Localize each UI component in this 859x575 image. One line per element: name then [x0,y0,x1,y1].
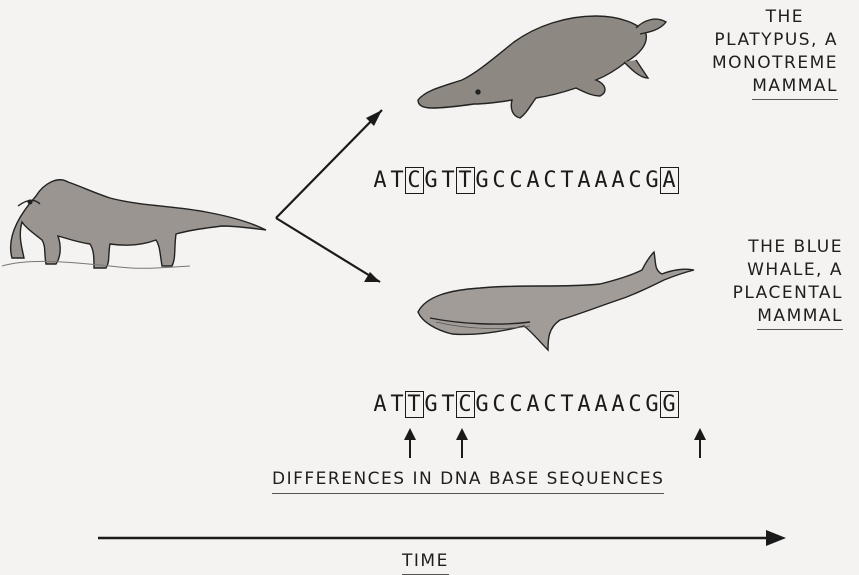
dna-base: C [627,168,644,193]
dna-base: A [610,392,627,417]
time-label: TIME [402,550,449,575]
dna-base: G [644,392,661,417]
dna-base: C [491,392,508,417]
dna-base: T [440,392,457,417]
dna-base: C [508,168,525,193]
dna-base: T [559,392,576,417]
dna-base: C [491,168,508,193]
dna-base: T [440,168,457,193]
whale-label-line: MAMMAL [757,305,843,330]
dna-base-boxed: T [457,168,474,193]
ancestor-reptile-illustration [11,180,266,268]
dna-base: G [423,392,440,417]
dna-base-boxed: C [457,392,474,417]
differences-label: DIFFERENCES IN DNA BASE SEQUENCES [272,468,664,494]
dna-base: C [542,392,559,417]
platypus-label-line: PLATYPUS, A [690,29,838,52]
whale-label-line: PLACENTAL [698,282,843,305]
branch-arrows [276,110,382,282]
dna-base: A [593,168,610,193]
dna-base: A [525,168,542,193]
dna-base: C [508,392,525,417]
dna-base: T [389,168,406,193]
dna-base-boxed: G [661,392,678,417]
whale-label-line: WHALE, A [698,259,843,282]
dna-base: G [423,168,440,193]
dna-base: G [474,168,491,193]
dna-base: A [593,392,610,417]
platypus-label-line: THE [690,6,838,29]
dna-base-boxed: T [406,392,423,417]
platypus-label-line: MAMMAL [752,75,838,100]
dna-base: A [576,392,593,417]
dna-base: A [372,168,389,193]
dna-base: A [525,392,542,417]
platypus-illustration [418,16,666,118]
dna-base: T [389,392,406,417]
difference-arrows [410,432,700,458]
dna-base: G [644,168,661,193]
platypus-label: THE PLATYPUS, A MONOTREME MAMMAL [690,6,838,100]
dna-base: G [474,392,491,417]
difference-arrowheads [404,428,706,440]
dna-base-boxed: A [661,168,678,193]
platypus-label-line: MONOTREME [690,52,838,75]
dna-base: C [627,392,644,417]
whale-label-line: THE BLUE [698,236,843,259]
dna-base: A [372,392,389,417]
dna-base: A [610,168,627,193]
dna-base: C [542,168,559,193]
time-arrow-head [766,530,786,546]
whale-label: THE BLUE WHALE, A PLACENTAL MAMMAL [698,236,843,330]
dna-base-boxed: C [406,168,423,193]
dna-base: A [576,168,593,193]
blue-whale-illustration [418,252,694,350]
dna-base: T [559,168,576,193]
